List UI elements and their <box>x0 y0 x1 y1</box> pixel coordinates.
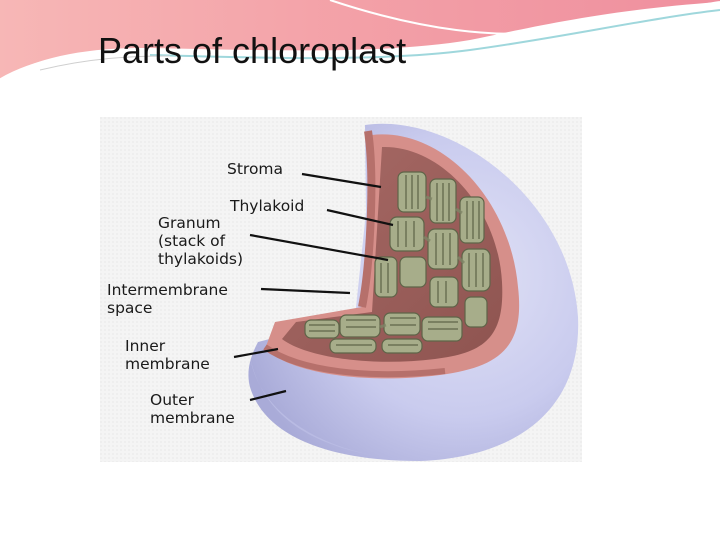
label-intermembrane-line-2: space <box>107 299 152 317</box>
label-thylakoid: Thylakoid <box>229 197 304 215</box>
label-outer-line-2: membrane <box>150 409 235 427</box>
label-intermembrane-line-1: Intermembrane <box>107 281 228 299</box>
label-granum-line-1: Granum <box>158 214 221 232</box>
label-granum-line-3: thylakoids) <box>158 250 243 268</box>
label-outer-line-1: Outer <box>150 391 195 409</box>
header-banner <box>0 0 720 82</box>
chloroplast-diagram: Stroma Thylakoid Granum (stack of thylak… <box>100 117 582 462</box>
slide-title: Parts of chloroplast <box>98 30 407 71</box>
pointer-lines <box>233 172 394 402</box>
grana-stacks <box>304 171 491 354</box>
label-stroma: Stroma <box>227 160 283 178</box>
label-inner-line-1: Inner <box>125 337 166 355</box>
label-granum-line-2: (stack of <box>158 232 226 250</box>
label-inner-line-2: membrane <box>125 355 210 373</box>
